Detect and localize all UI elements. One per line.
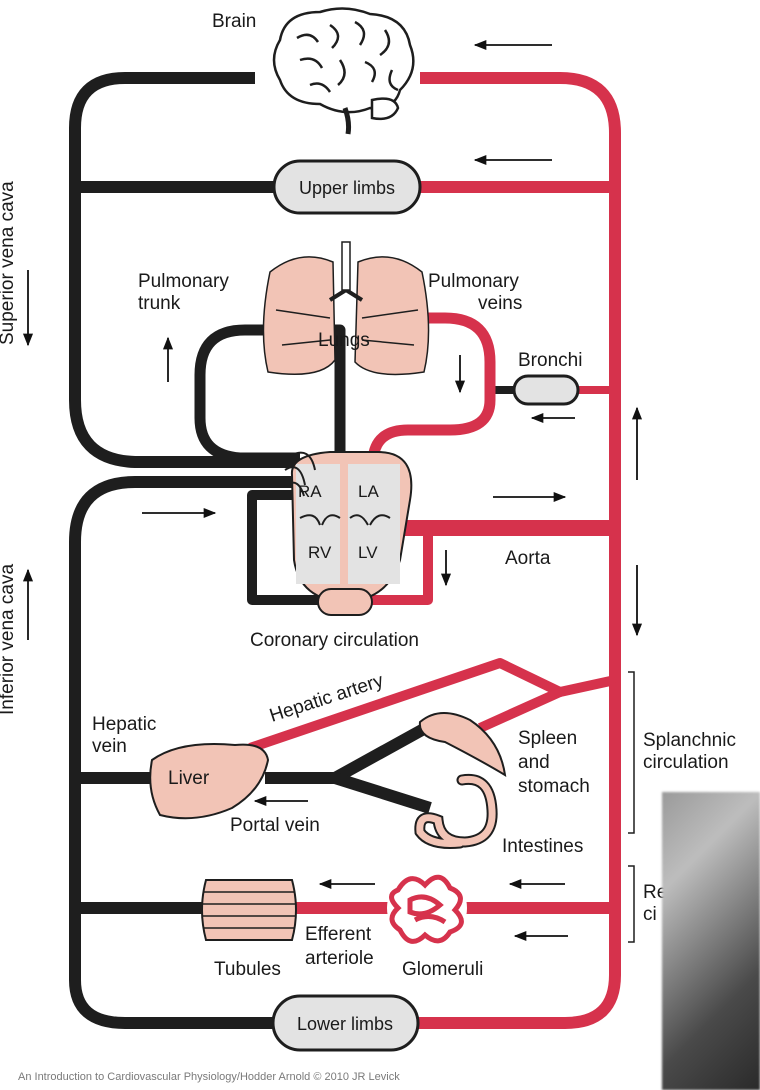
pulmonary-veins-label-1: Pulmonary [428,271,519,292]
spleen-label-1: Spleen [518,728,577,749]
ra-label: RA [298,482,322,501]
coronary-vein [247,490,322,605]
coronary-artery [370,528,433,605]
upper-limbs-label: Upper limbs [299,178,395,198]
renal-bracket [628,865,635,943]
rv-label: RV [308,543,332,562]
efferent-label-1: Efferent [305,924,372,945]
lungs-label: Lungs [318,330,370,351]
renal-label-2: ci [643,904,657,925]
flow-arrows [22,39,643,942]
venous-vessels [69,72,516,1029]
intestines-label: Intestines [502,836,583,857]
la-label: LA [358,482,379,501]
efferent-label-2: arteriole [305,948,374,969]
hepatic-vein-label-2: vein [92,736,127,757]
bronchi-label: Bronchi [518,350,582,371]
superior-vena-cava-label: Superior vena cava [0,181,18,345]
portal-vein-intestines [333,772,432,814]
hepatic-artery-vessel [248,658,617,753]
superior-vena-cava-vessel [69,72,300,468]
pulmonary-veins-vessel [367,312,496,485]
lower-limbs-box: Lower limbs [271,994,420,1052]
brain-label: Brain [212,11,256,32]
lower-limbs-label: Lower limbs [297,1014,393,1034]
pulmonary-trunk-label-1: Pulmonary [138,271,229,292]
tubules-icon [201,879,297,941]
glomeruli-label: Glomeruli [402,959,483,980]
splenic-artery [477,687,563,733]
video-overlay [662,792,760,1090]
splanchnic-bracket [628,671,635,834]
credit-text: An Introduction to Cardiovascular Physio… [18,1071,400,1083]
aorta-label: Aorta [505,548,551,569]
intestines-icon [414,773,498,849]
spleen-icon [418,712,507,777]
lungs-icon [262,241,430,376]
pulmonary-trunk-vessel [194,324,346,545]
pulmonary-trunk-label-2: trunk [138,293,181,314]
liver-icon [149,743,270,820]
descending-aorta-vessel [418,72,621,1029]
arterial-vessels [248,72,621,1029]
splanchnic-label-2: circulation [643,752,729,773]
pulmonary-veins-label-2: veins [478,293,522,314]
spleen-label-2: and [518,752,550,773]
liver-label: Liver [168,768,210,789]
inferior-vena-cava-vessel [69,476,300,1029]
glomeruli-icon [387,868,467,948]
splanchnic-label-1: Splanchnic [643,730,736,751]
heart-icon [284,451,413,604]
lv-label: LV [358,543,378,562]
renal-label-1: Re [643,882,667,903]
portal-vein-label: Portal vein [230,815,320,836]
coronary-circulation-label: Coronary circulation [250,630,419,651]
upper-limbs-box: Upper limbs [272,159,422,215]
inferior-vena-cava-label: Inferior vena cava [0,564,18,715]
coronary-bulb [317,588,373,616]
brain-icon [272,7,415,135]
hepatic-vein-label-1: Hepatic [92,714,156,735]
bronchi-box [512,374,580,406]
spleen-label-3: stomach [518,776,590,797]
tubules-label: Tubules [214,959,281,980]
